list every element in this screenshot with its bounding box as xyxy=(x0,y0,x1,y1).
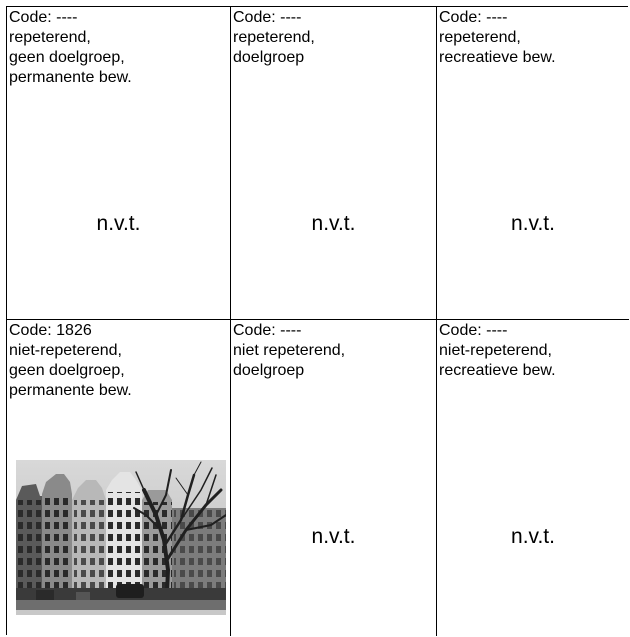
cell-line: permanente bew. xyxy=(9,69,132,86)
cell-line: niet-repeterend, xyxy=(439,342,552,359)
cell-code: Code: ---- xyxy=(9,9,78,26)
cell-line: doelgroep xyxy=(233,49,305,66)
cell-label: Code: ---- repeterend, recreatieve bew. xyxy=(439,8,556,68)
cell-line: doelgroep xyxy=(233,362,305,379)
canal-houses-photo xyxy=(16,460,226,615)
cell-code: Code: ---- xyxy=(233,9,302,26)
cell-line: geen doelgroep, xyxy=(9,49,125,66)
cell-line: repeterend, xyxy=(233,29,315,46)
cell-repeterend-geen-doelgroep: Code: ---- repeterend, geen doelgroep, perm… xyxy=(7,7,231,320)
cell-line: recreatieve bew. xyxy=(439,362,556,379)
classification-table: Code: ---- repeterend, geen doelgroep, perm… xyxy=(6,6,629,636)
cell-value: n.v.t. xyxy=(511,212,555,235)
cell-code: Code: ---- xyxy=(233,322,302,339)
cell-label: Code: ---- repeterend, doelgroep xyxy=(233,8,315,68)
cell-repeterend-recreatief: Code: ---- repeterend, recreatieve bew. n.… xyxy=(437,7,629,320)
cell-niet-repeterend-geen-doelgroep: Code: 1826 niet-repeterend, geen doelgroep… xyxy=(7,320,231,636)
cell-line: niet-repeterend, xyxy=(9,342,122,359)
cell-label: Code: ---- niet-repeterend, recreatieve be… xyxy=(439,321,556,381)
cell-line: repeterend, xyxy=(439,29,521,46)
cell-label: Code: 1826 niet-repeterend, geen doelgroep… xyxy=(9,321,132,401)
cell-value: n.v.t. xyxy=(511,525,555,548)
cell-code: Code: 1826 xyxy=(9,322,92,339)
cell-niet-repeterend-recreatief: Code: ---- niet-repeterend, recreatieve be… xyxy=(437,320,629,636)
cell-code: Code: ---- xyxy=(439,9,508,26)
cell-line: repeterend, xyxy=(9,29,91,46)
cell-niet-repeterend-doelgroep: Code: ---- niet repeterend, doelgroep n.v.… xyxy=(231,320,437,636)
cell-line: recreatieve bew. xyxy=(439,49,556,66)
cell-line: permanente bew. xyxy=(9,382,132,399)
cell-code: Code: ---- xyxy=(439,322,508,339)
cell-value: n.v.t. xyxy=(311,212,356,235)
cell-value: n.v.t. xyxy=(96,212,141,235)
cell-label: Code: ---- repeterend, geen doelgroep, perm… xyxy=(9,8,132,88)
cell-value: n.v.t. xyxy=(311,525,356,548)
cell-line: niet repeterend, xyxy=(233,342,346,359)
cell-label: Code: ---- niet repeterend, doelgroep xyxy=(233,321,345,381)
cell-line: geen doelgroep, xyxy=(9,362,125,379)
cell-repeterend-doelgroep: Code: ---- repeterend, doelgroep n.v.t. xyxy=(231,7,437,320)
